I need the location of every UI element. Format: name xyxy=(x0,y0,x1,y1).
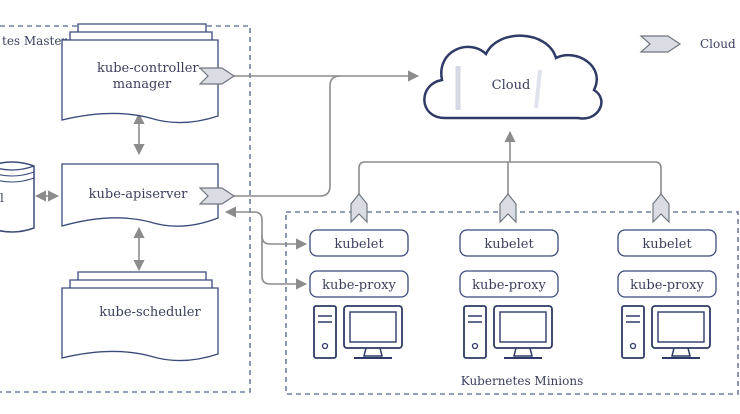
controller-manager-label-line1: kube-controller- xyxy=(97,61,203,76)
kubelet-label: kubelet xyxy=(334,237,384,252)
controller-manager-box: kube-controller- manager xyxy=(61,23,236,124)
kube-proxy-label: kube-proxy xyxy=(472,278,546,293)
plug-icon xyxy=(198,67,236,85)
plug-icon xyxy=(350,193,368,224)
cloud-icon: Cloud xyxy=(423,34,603,120)
minion-node-1: kubelet kube-proxy xyxy=(309,193,409,359)
document-stack-icon xyxy=(61,23,219,124)
master-title: tes Master xyxy=(2,34,67,48)
plug-icon xyxy=(652,193,670,224)
legend-plug-icon xyxy=(639,35,682,53)
kubelet-label: kubelet xyxy=(484,237,534,252)
computer-icon xyxy=(621,305,711,359)
legend: Cloud c xyxy=(639,35,740,53)
controller-manager-label-line2: manager xyxy=(113,77,172,92)
database-icon: l xyxy=(0,161,35,233)
kube-proxy-label: kube-proxy xyxy=(322,278,396,293)
apiserver-box: kube-apiserver xyxy=(61,163,236,227)
kube-proxy-label: kube-proxy xyxy=(630,278,704,293)
connectors xyxy=(34,70,662,290)
apiserver-label: kube-apiserver xyxy=(89,187,189,202)
scheduler-box: kube-scheduler xyxy=(61,271,219,362)
minion-node-3: kubelet kube-proxy xyxy=(617,193,717,359)
scheduler-label: kube-scheduler xyxy=(99,305,201,320)
computer-icon xyxy=(463,305,553,359)
minions-title: Kubernetes Minions xyxy=(461,374,583,388)
legend-label: Cloud c xyxy=(700,37,740,51)
plug-icon xyxy=(198,187,236,205)
document-stack-icon xyxy=(61,271,219,362)
computer-icon xyxy=(313,305,403,359)
minion-node-2: kubelet kube-proxy xyxy=(459,193,559,359)
kubelet-label: kubelet xyxy=(642,237,692,252)
cloud-label: Cloud xyxy=(492,78,531,93)
etcd-label: l xyxy=(0,191,4,205)
plug-icon xyxy=(499,193,517,224)
